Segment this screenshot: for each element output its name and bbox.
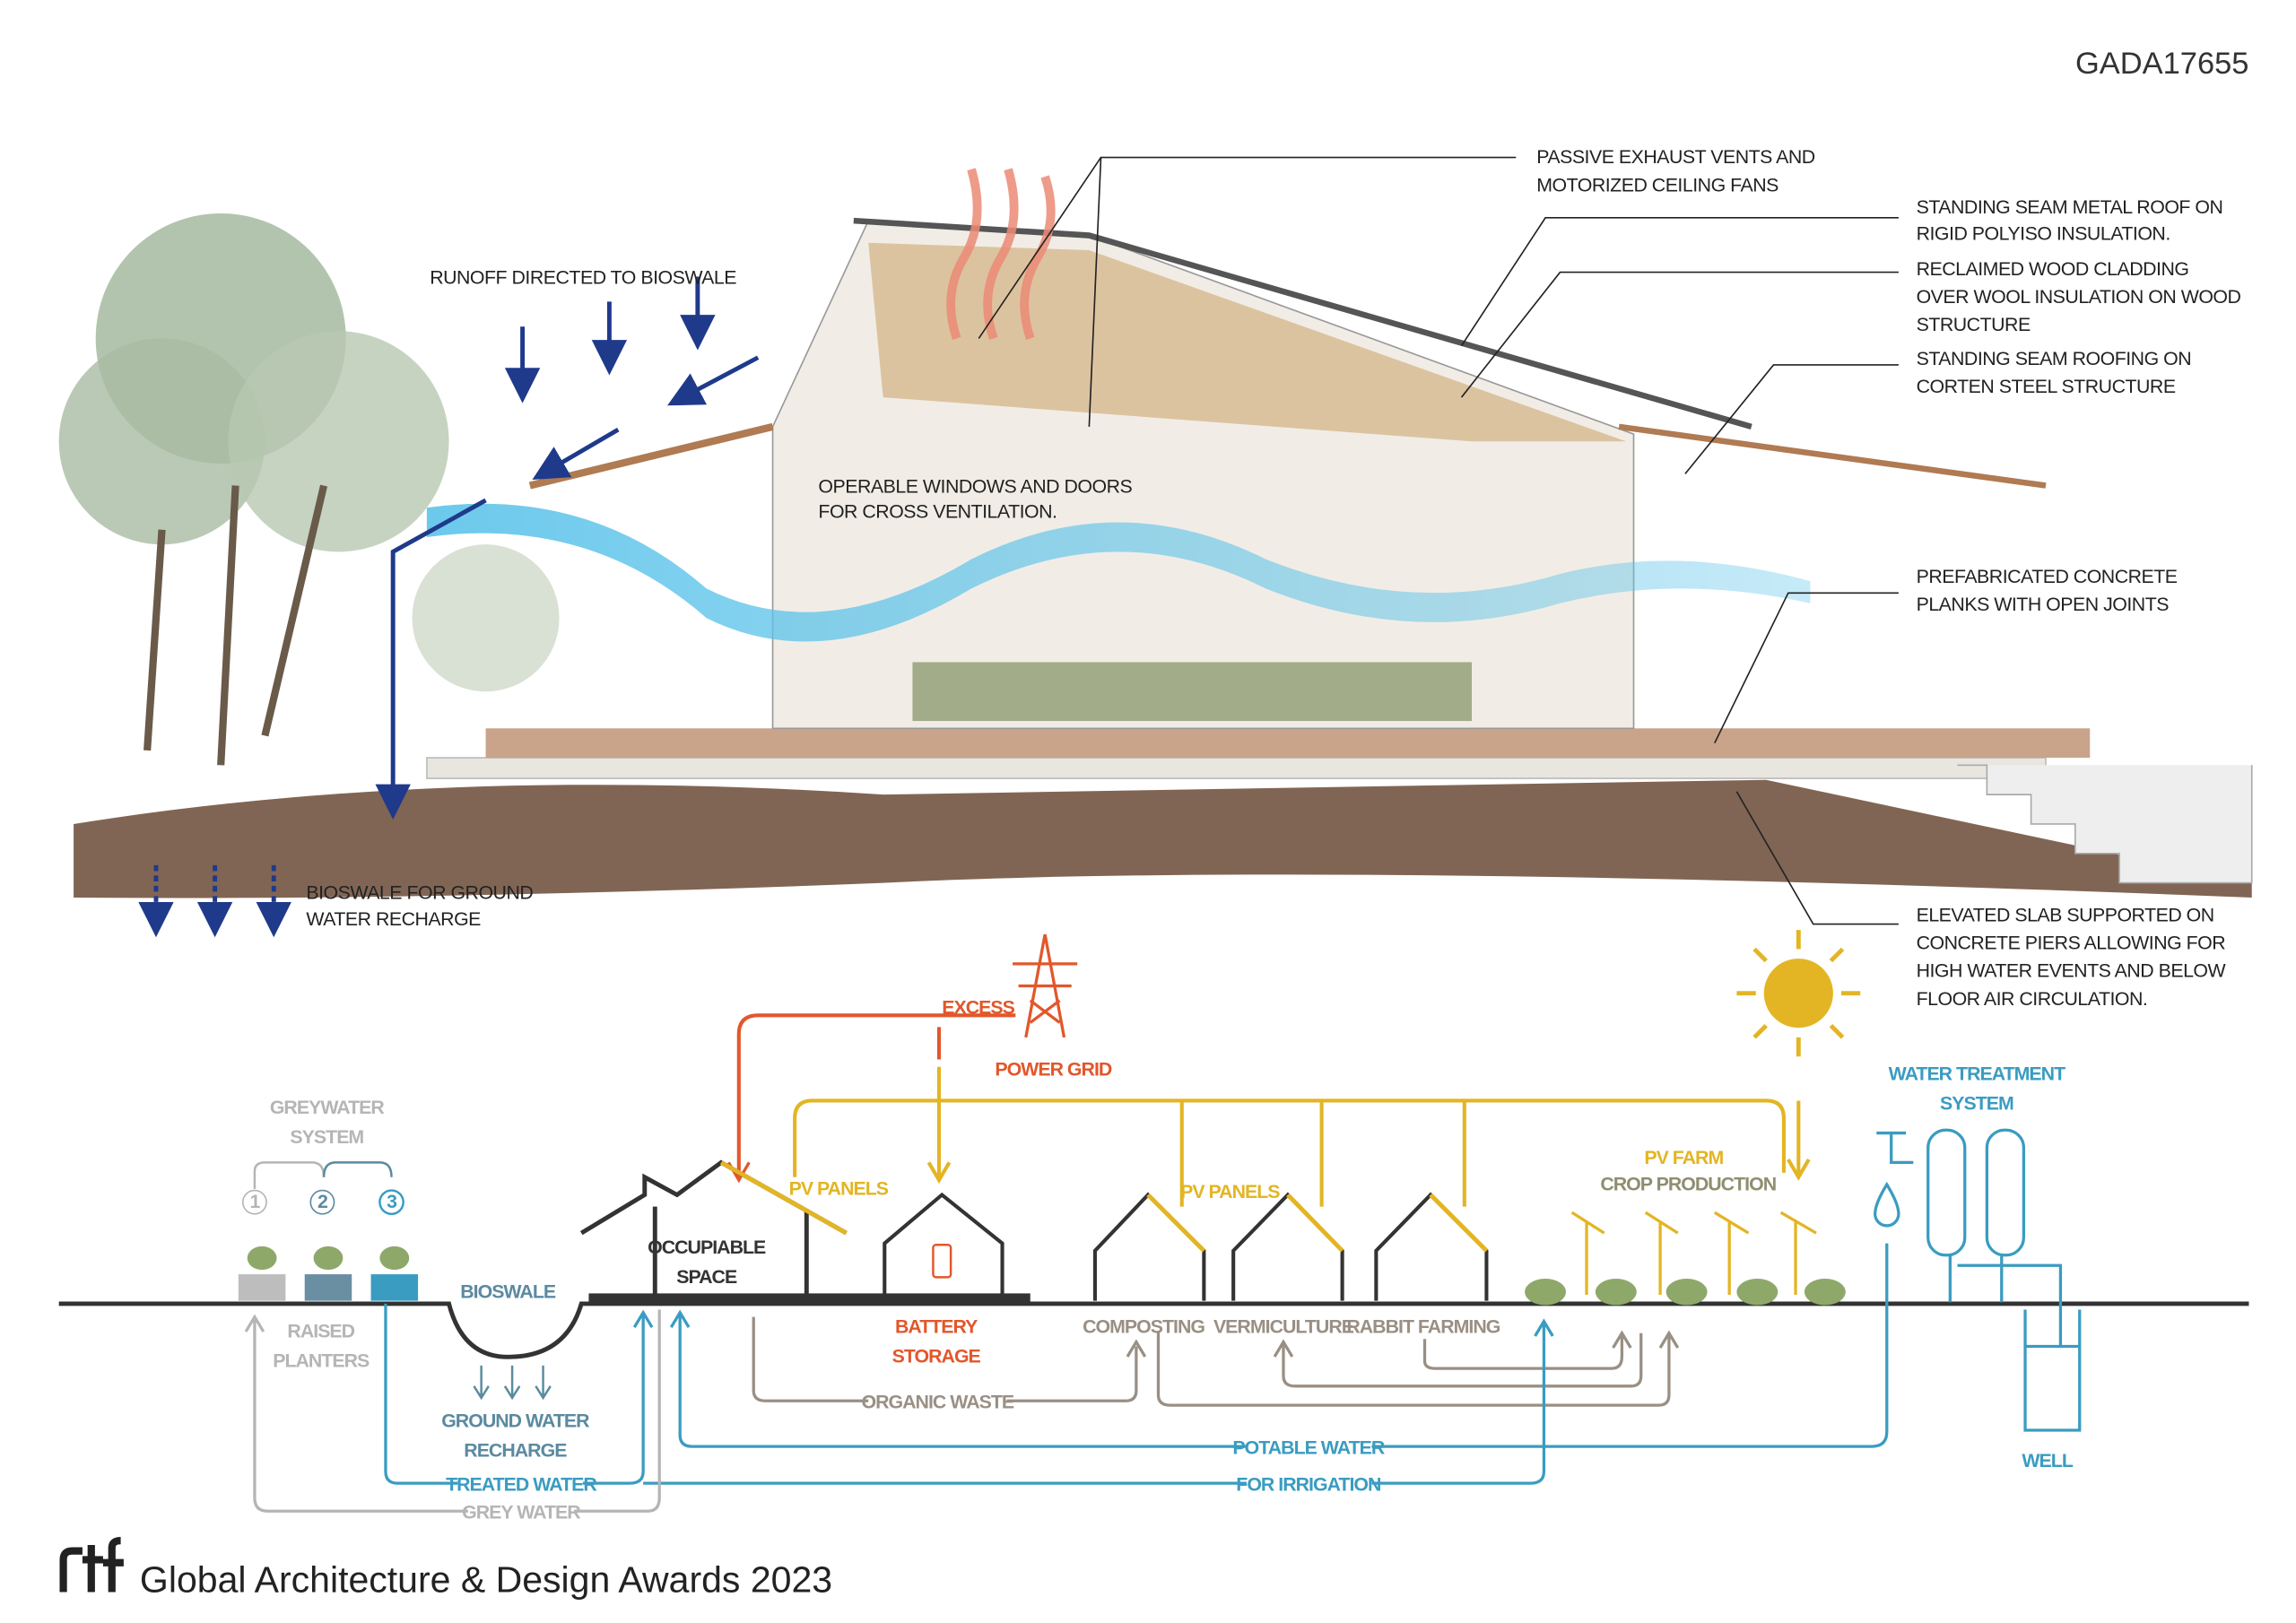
diagram-well-label: WELL: [2022, 1450, 2073, 1471]
diagram-vermiculture-label: VERMICULTURE: [1213, 1316, 1354, 1338]
diagram-occupiable-1-label: SPACE: [676, 1266, 737, 1288]
floor-slab: [426, 757, 2047, 779]
diagram-raised-planters-0-label: RAISED: [287, 1321, 354, 1342]
greywater-steps: 1 2 3: [241, 1161, 404, 1216]
section-callouts-exhaust-1-label: MOTORIZED CEILING FANS: [1536, 174, 1779, 195]
callout-windows: OPERABLE WINDOWS AND DOORS FOR CROSS VEN…: [818, 476, 1133, 523]
diagram-battery-0-label: BATTERY: [895, 1316, 978, 1338]
callout-slab: ELEVATED SLAB SUPPORTED ON CONCRETE PIER…: [1917, 904, 2227, 1010]
diagram-organic-waste-label: ORGANIC WASTE: [861, 1391, 1013, 1412]
battery-house-icon: [883, 1192, 1004, 1296]
water-treatment-icon: [1874, 1128, 2082, 1432]
diagram-water-treatment-1-label: SYSTEM: [1940, 1092, 2013, 1114]
battery-icon: [932, 1244, 952, 1279]
diagram-battery-1-label: STORAGE: [892, 1346, 981, 1367]
ground-line: [58, 1301, 2249, 1359]
diagram-composting-label: COMPOSTING: [1083, 1316, 1205, 1338]
section-callouts-cladding-1-label: OVER WOOL INSULATION ON WOOD: [1917, 286, 2241, 308]
occupiable-space-icon: [579, 1159, 848, 1296]
cross-ventilation-wave: [426, 503, 1811, 642]
section-callouts-windows-1-label: FOR CROSS VENTILATION.: [818, 501, 1057, 523]
section-callouts-bioswale-1-label: WATER RECHARGE: [306, 908, 481, 930]
section-callouts-slab-1-label: CONCRETE PIERS ALLOWING FOR: [1917, 932, 2226, 953]
diagram-occupiable-0-label: OCCUPIABLE: [648, 1237, 766, 1258]
diagram-bioswale-label: BIOSWALE: [460, 1280, 556, 1302]
project-code: GADA17655: [2075, 47, 2248, 81]
callout-cladding: RECLAIMED WOOD CLADDING OVER WOOL INSULA…: [1917, 258, 2241, 335]
section-callouts-slab-2-label: HIGH WATER EVENTS AND BELOW: [1917, 960, 2227, 982]
section-callouts-metal-roof-0-label: STANDING SEAM METAL ROOF ON: [1917, 196, 2223, 218]
section-callouts-exhaust-0-label: PASSIVE EXHAUST VENTS AND: [1536, 146, 1815, 168]
runoff-arrows-icon: [504, 276, 760, 481]
callout-exhaust: PASSIVE EXHAUST VENTS AND MOTORIZED CEIL…: [1536, 146, 1815, 195]
systems-diagram: EXCESS POWER GRID PV PANELS PV PANELS GR…: [58, 930, 2249, 1523]
sun-icon: [1736, 930, 1861, 1057]
diagram-planter-numbers-0-label: 1: [249, 1191, 260, 1212]
callout-bioswale: BIOSWALE FOR GROUND WATER RECHARGE: [306, 882, 534, 931]
section-callouts-bioswale-0-label: BIOSWALE FOR GROUND: [306, 882, 533, 904]
diagram-pv-farm-label: PV FARM: [1644, 1147, 1723, 1168]
diagram-rabbit-label: RABBIT FARMING: [1346, 1316, 1500, 1338]
diagram-crop-label: CROP PRODUCTION: [1600, 1174, 1776, 1195]
diagram-treated-water-label: TREATED WATER: [446, 1473, 596, 1495]
callout-metal-roof: STANDING SEAM METAL ROOF ON RIGID POLYIS…: [1917, 196, 2223, 245]
diagram-greywater-system-0-label: GREYWATER: [270, 1097, 385, 1118]
composting-house-icon: [1092, 1192, 1206, 1301]
diagram-for-irrigation-label: FOR IRRIGATION: [1236, 1473, 1380, 1495]
section-callouts-corten-0-label: STANDING SEAM ROOFING ON: [1917, 348, 2192, 369]
footer-title: Global Architecture & Design Awards 2023: [140, 1559, 832, 1601]
diagram-potable-water-label: POTABLE WATER: [1232, 1436, 1384, 1458]
section-rendering: [58, 168, 2253, 938]
section-callouts-corten-1-label: CORTEN STEEL STRUCTURE: [1917, 376, 2176, 397]
pv-farm-panels-icon: [1570, 1211, 1817, 1296]
section-callouts-slab-0-label: ELEVATED SLAB SUPPORTED ON: [1917, 904, 2214, 925]
footer-logo: [59, 1537, 124, 1593]
tree-illustration: [58, 213, 560, 766]
diagram-water-treatment-0-label: WATER TREATMENT: [1889, 1063, 2066, 1084]
diagram-ground-water-1-label: RECHARGE: [464, 1440, 567, 1462]
downspout-line: [375, 498, 487, 820]
power-tower-icon: [1013, 933, 1078, 1038]
diagram-power-grid-label: POWER GRID: [995, 1059, 1112, 1081]
callout-runoff: RUNOFF DIRECTED TO BIOSWALE: [430, 267, 736, 289]
vermiculture-house-icon: [1231, 1192, 1344, 1301]
crops-icon: [1525, 1279, 1846, 1306]
callout-corten: STANDING SEAM ROOFING ON CORTEN STEEL ST…: [1917, 348, 2192, 397]
section-callouts-cladding-2-label: STRUCTURE: [1917, 314, 2031, 335]
diagram-planter-numbers-2-label: 3: [387, 1191, 397, 1212]
recharge-arrows-icon: [138, 864, 291, 938]
section-callouts-metal-roof-1-label: RIGID POLYISO INSULATION.: [1917, 222, 2170, 244]
diagram-planter-numbers-1-label: 2: [317, 1191, 327, 1212]
diagram-pv-panels-2-label: PV PANELS: [1180, 1181, 1280, 1202]
section-callouts-planks-1-label: PLANKS WITH OPEN JOINTS: [1917, 594, 2170, 615]
section-callouts-planks-0-label: PREFABRICATED CONCRETE: [1917, 566, 2178, 587]
section-callouts-windows-0-label: OPERABLE WINDOWS AND DOORS: [818, 476, 1132, 498]
section-callouts-cladding-0-label: RECLAIMED WOOD CLADDING: [1917, 258, 2189, 280]
raised-planters-icon: [238, 1245, 419, 1301]
diagram-grey-water-label: GREY WATER: [462, 1501, 580, 1523]
callout-planks: PREFABRICATED CONCRETE PLANKS WITH OPEN …: [1917, 566, 2179, 615]
diagram-ground-water-0-label: GROUND WATER: [441, 1410, 589, 1432]
diagram-greywater-system-1-label: SYSTEM: [290, 1126, 363, 1148]
rabbit-house-icon: [1374, 1192, 1489, 1301]
diagram-pv-panels-1-label: PV PANELS: [789, 1177, 889, 1199]
diagram-raised-planters-1-label: PLANTERS: [273, 1350, 370, 1371]
well-icon: [2023, 1309, 2082, 1432]
leader-lines: [978, 156, 1899, 925]
section-callouts-slab-3-label: FLOOR AIR CIRCULATION.: [1917, 988, 2148, 1010]
exhaust-arrows-icon: [946, 168, 1056, 340]
